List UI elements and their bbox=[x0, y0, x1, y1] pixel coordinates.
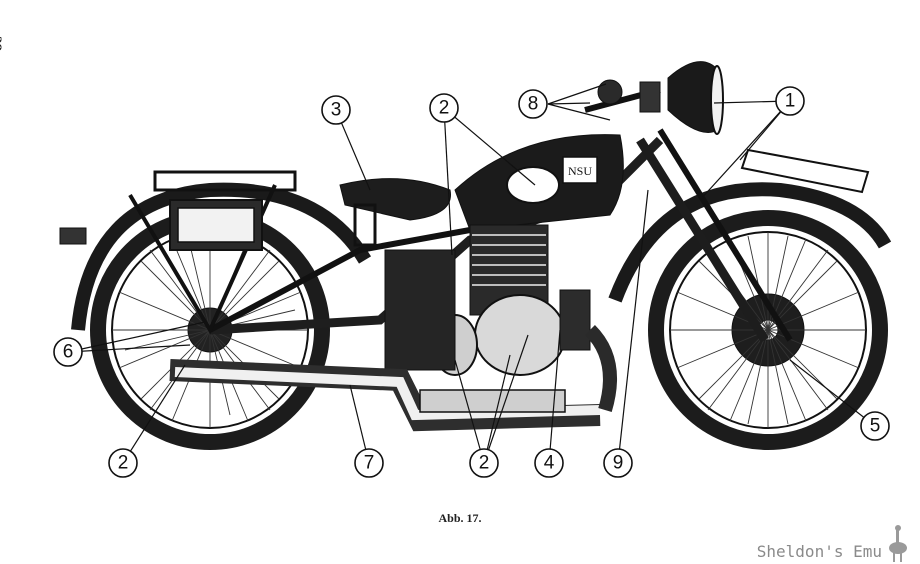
svg-text:2: 2 bbox=[479, 453, 490, 474]
svg-text:2: 2 bbox=[439, 98, 450, 119]
svg-text:7: 7 bbox=[364, 453, 375, 474]
svg-text:9: 9 bbox=[613, 453, 624, 474]
svg-text:5: 5 bbox=[870, 416, 881, 437]
motorcycle-illustration: NSU bbox=[59, 61, 892, 450]
svg-text:4: 4 bbox=[544, 453, 555, 474]
callout-9: 9 bbox=[603, 448, 633, 478]
engine bbox=[384, 224, 591, 376]
callout-6: 6 bbox=[53, 337, 83, 367]
callout-3: 3 bbox=[321, 95, 351, 125]
callout-2-engine: 2 bbox=[469, 448, 499, 478]
front-wheel bbox=[648, 210, 888, 450]
watermark-text: Sheldon's Emu bbox=[756, 542, 882, 561]
callout-8: 8 bbox=[518, 89, 548, 119]
leader-lines bbox=[67, 83, 876, 464]
callouts: 1 2 3 2 8 6 2 7 4 9 5 bbox=[53, 86, 890, 478]
figure-caption: Abb. 17. bbox=[438, 511, 482, 525]
svg-text:8: 8 bbox=[528, 94, 539, 115]
svg-text:3: 3 bbox=[331, 100, 342, 121]
callout-2-top: 2 bbox=[429, 93, 459, 123]
callout-1: 1 bbox=[775, 86, 805, 116]
emu-bird-icon bbox=[889, 525, 907, 562]
svg-text:6: 6 bbox=[63, 342, 74, 363]
callout-4: 4 bbox=[534, 448, 564, 478]
svg-text:NSU: NSU bbox=[568, 164, 592, 178]
callout-5: 5 bbox=[860, 411, 890, 441]
svg-text:1: 1 bbox=[785, 91, 796, 112]
svg-text:2: 2 bbox=[118, 453, 129, 474]
callout-2-rear-lower: 2 bbox=[108, 448, 138, 478]
callout-7: 7 bbox=[354, 448, 384, 478]
